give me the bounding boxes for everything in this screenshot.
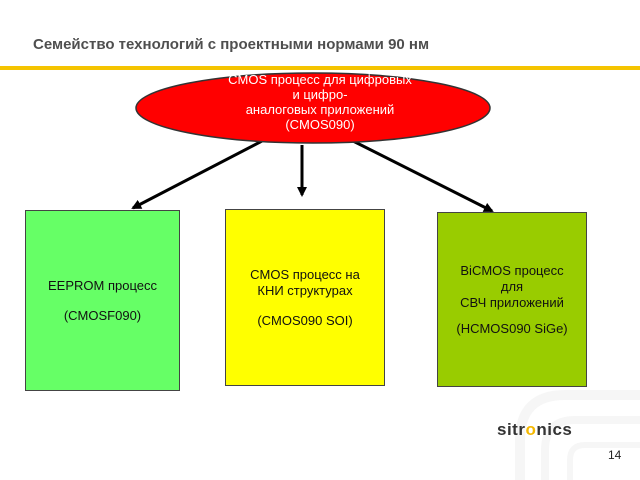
box-line: (CMOS090 SOI) — [257, 312, 353, 328]
box-line: (CMOSF090) — [63, 307, 142, 323]
page-number: 14 — [608, 448, 622, 462]
box-line: (HCMOS090 SiGe) — [456, 320, 568, 336]
arrow-to-eeprom — [131, 139, 263, 210]
box-line: КНИ структурах — [257, 282, 353, 298]
root-line-2: и цифро- — [292, 87, 348, 102]
root-node-ellipse — [135, 72, 491, 144]
sitronics-logo: sitronics — [497, 420, 573, 439]
root-node-label: CMOS процесс для цифровых и цифро- анало… — [170, 72, 470, 142]
soi-process-box: CMOS процесс на КНИ структурах (CMOS090 … — [225, 209, 385, 386]
sige-process-box: BiCMOS процесс для СВЧ приложений (HCMOS… — [437, 212, 587, 387]
box-line: СВЧ приложений — [460, 294, 564, 310]
box-line: для — [500, 278, 524, 294]
slide-title: Семейство технологий с проектными нормам… — [33, 36, 430, 53]
title-divider — [0, 66, 640, 70]
root-line-4: (CMOS090) — [285, 117, 355, 132]
root-line-1: CMOS процесс для цифровых — [228, 72, 412, 87]
watermark-graphic — [515, 390, 640, 480]
box-line: EEPROM процесс — [48, 277, 157, 293]
arrow-to-sige — [352, 139, 494, 213]
root-line-3: аналоговых приложений — [245, 102, 395, 117]
eeprom-process-box: EEPROM процесс (CMOSF090) — [25, 210, 180, 391]
box-line: BiCMOS процесс — [460, 262, 564, 278]
box-line: CMOS процесс на — [250, 266, 360, 282]
